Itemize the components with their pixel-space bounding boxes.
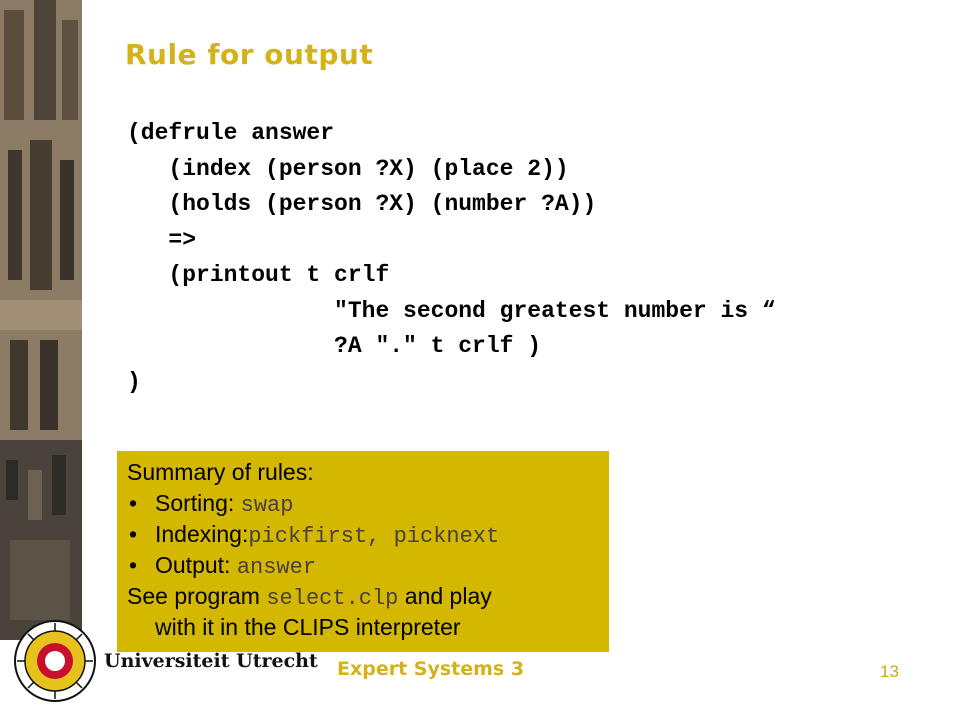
bullet-code: answer (236, 555, 317, 580)
summary-box: Summary of rules: • Sorting: swap • Indexi… (117, 451, 609, 652)
summary-footer-suffix: and play (398, 583, 492, 609)
code-line: "The second greatest number is “ (127, 297, 776, 324)
summary-heading: Summary of rules: (127, 459, 314, 485)
code-block: (defrule answer (index (person ?X) (plac… (127, 116, 776, 400)
slide-title: Rule for output (125, 38, 374, 71)
summary-bullet: • Output: answer (127, 550, 609, 581)
bullet-label: Output: (155, 552, 237, 578)
cathedral-photo (0, 0, 82, 640)
bullet-icon: • (129, 552, 138, 578)
university-name: Universiteit Utrecht (104, 650, 318, 672)
code-line: ?A "." t crlf ) (127, 333, 542, 359)
bullet-label: Indexing: (155, 521, 249, 547)
bullet-icon: • (129, 490, 138, 516)
bullet-code: pickfirst, picknext (248, 524, 500, 549)
code-line: ) (127, 368, 141, 395)
page-number: 13 (880, 662, 899, 681)
summary-footer-line2: with it in the CLIPS interpreter (155, 614, 461, 640)
bullet-label: Sorting: (155, 490, 241, 516)
summary-footer-prefix: See program (127, 583, 267, 609)
code-line: (defrule answer (127, 120, 335, 146)
code-line: (index (person ?X) (place 2)) (127, 155, 569, 182)
code-line: (printout t crlf (127, 262, 390, 288)
footer-course-title: Expert Systems 3 (337, 658, 525, 680)
summary-bullet: • Indexing:pickfirst, picknext (127, 519, 609, 550)
summary-bullet: • Sorting: swap (127, 488, 609, 519)
code-line: => (127, 226, 197, 253)
bullet-code: swap (240, 493, 294, 518)
code-line: (holds (person ?X) (number ?A)) (127, 191, 597, 217)
summary-footer-line: See program select.clp and play (127, 581, 609, 612)
university-seal-icon (14, 620, 96, 702)
summary-footer-code: select.clp (266, 586, 399, 611)
bullet-icon: • (129, 521, 138, 547)
